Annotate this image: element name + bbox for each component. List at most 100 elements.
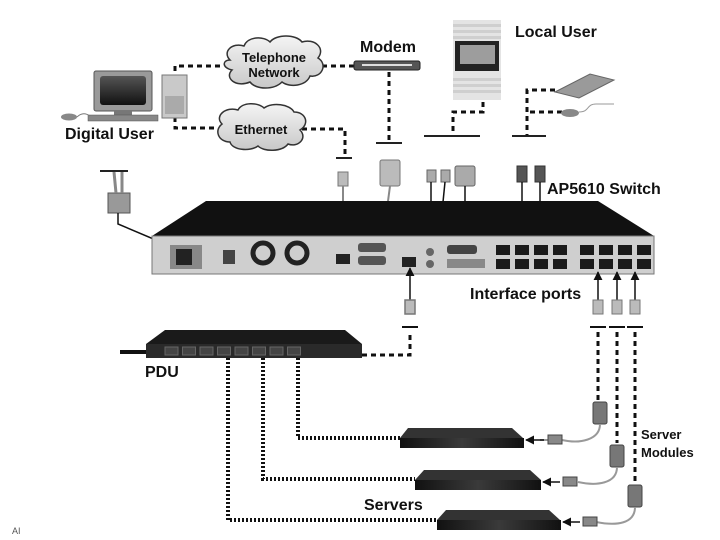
label-server-modules: Server Modules [641, 426, 694, 462]
interface-port [580, 259, 594, 269]
server-icon [400, 438, 524, 448]
ps2-port [426, 260, 434, 268]
switch-rear-panel [151, 235, 655, 275]
pdu-device [120, 330, 362, 358]
interface-connector-2 [609, 271, 625, 328]
modem-stripe [362, 64, 412, 66]
link-pdu-server-3 [226, 358, 438, 522]
local-keyboard [553, 73, 616, 99]
label-modem: Modem [360, 39, 416, 56]
link-user-telephone [173, 64, 222, 71]
label-telephone-line2: Network [248, 65, 300, 80]
link-ethernet-switch [302, 127, 347, 158]
label-telephone-line1: Telephone [241, 50, 307, 65]
interface-port [599, 259, 613, 269]
pdu-top [146, 330, 362, 344]
ps2-plug-icon [440, 169, 451, 183]
link-pdu-server-2 [261, 358, 415, 481]
local-user-console [453, 20, 501, 100]
local-mouse [561, 103, 614, 117]
interface-port [496, 245, 510, 255]
ethernet-port [336, 254, 350, 264]
label-ethernet: Ethernet [234, 122, 288, 137]
rj45-plug-icon [337, 171, 349, 187]
server-module-plug [582, 516, 598, 527]
pdu-outlet [164, 346, 179, 356]
interface-port [637, 245, 651, 255]
corner-mark: AI [12, 526, 21, 536]
modem-device [353, 60, 421, 71]
switch-top [152, 201, 654, 236]
switch-uplinks [402, 267, 418, 328]
link-keyboard-switch [525, 88, 555, 136]
interface-port [496, 259, 510, 269]
mouse-cable [578, 103, 614, 113]
server-module-plug [547, 434, 563, 445]
pdu-outlet [234, 346, 249, 356]
interface-port [515, 245, 529, 255]
interface-port [618, 259, 632, 269]
interface-port [553, 259, 567, 269]
pdu-outlet [199, 346, 214, 356]
serial-port [358, 243, 386, 252]
label-server-modules-line1: Server [641, 427, 682, 442]
mouse-cable [76, 113, 91, 118]
interface-port [599, 245, 613, 255]
cloud-icon [217, 103, 307, 151]
link-user-ethernet [173, 117, 215, 130]
server-icon [437, 520, 561, 530]
label-digital-user: Digital User [65, 126, 154, 143]
label-telephone-network: Telephone Network [234, 50, 314, 80]
serial-port [358, 256, 386, 265]
pdu-outlet [217, 346, 231, 356]
server-module-icon [627, 484, 643, 508]
monitor-screen [100, 76, 146, 105]
keyboard-icon [87, 114, 159, 122]
cloud-icon [223, 35, 324, 89]
interface-port [534, 259, 548, 269]
link-pdu-server-1 [296, 358, 400, 440]
fan-icon [284, 240, 310, 266]
interface-connector-1 [590, 271, 606, 328]
console-screen [460, 45, 495, 64]
digital-user-workstation [61, 70, 188, 122]
pdu-port [402, 257, 416, 267]
keyboard-icon [553, 73, 616, 99]
mouse-icon [61, 113, 77, 121]
label-servers: Servers [364, 497, 423, 514]
fan-icon [250, 240, 276, 266]
serial-plug-icon [379, 159, 401, 187]
rj45-plug-icon [404, 299, 416, 315]
usb-plug-icon [516, 165, 528, 183]
interface-port [580, 245, 594, 255]
link-switch-pdu [362, 335, 412, 357]
pdu-outlet [182, 346, 196, 356]
tower-bay [165, 96, 184, 114]
server-module-icon [592, 401, 608, 425]
usb-plug-icon [534, 165, 546, 183]
server-1 [400, 428, 524, 448]
usb-port [447, 259, 485, 268]
interface-port [637, 259, 651, 269]
ap5610-switch [151, 201, 655, 275]
vga-plug-icon [454, 165, 476, 187]
label-local-user: Local User [515, 24, 597, 41]
pdu-outlet [287, 346, 301, 356]
monitor-stand [114, 111, 132, 116]
telephone-network-cloud [223, 35, 324, 89]
power-switch-icon [223, 250, 235, 264]
server-modules [525, 401, 643, 527]
interface-connector-3 [627, 271, 643, 328]
power-links [226, 358, 438, 522]
interface-port [618, 245, 632, 255]
rack-stripes [453, 24, 501, 93]
interface-port-grid [496, 245, 651, 269]
server-module-plug [562, 476, 578, 487]
interface-port [534, 245, 548, 255]
server-module-icon [609, 444, 625, 468]
server-3 [437, 510, 561, 530]
label-server-modules-line2: Modules [641, 445, 694, 460]
network-links [173, 64, 637, 484]
pdu-outlet [269, 346, 284, 356]
